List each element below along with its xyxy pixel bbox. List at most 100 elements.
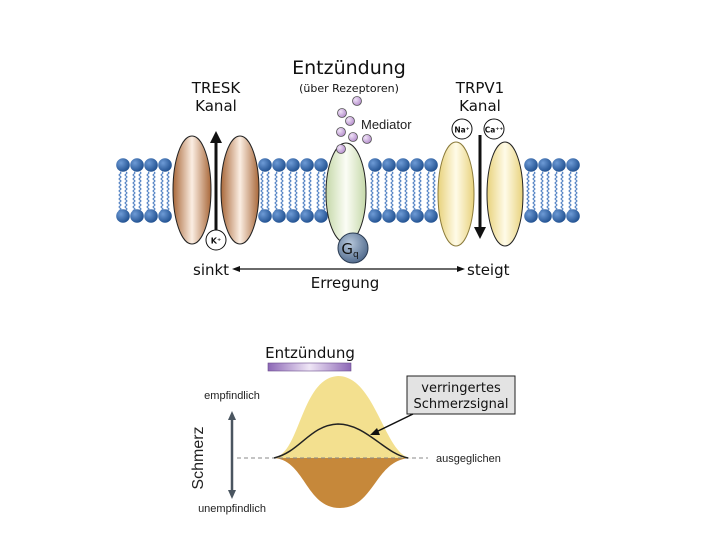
lipid-head [116, 209, 130, 223]
lipid-tail [554, 171, 558, 193]
lipid-tail [376, 191, 380, 213]
excitation-decreases-label: sinkt [193, 261, 229, 279]
callout-pointer [375, 413, 414, 433]
lipid-tail [526, 191, 530, 213]
lipid-head [552, 209, 566, 223]
lipid-tail [266, 191, 270, 213]
lipid-tail [160, 171, 164, 193]
lipid-head [286, 158, 300, 172]
tresk-label-line1: TRESK [191, 79, 242, 97]
lipid-head [566, 209, 580, 223]
lipid-tail [280, 191, 284, 213]
lipid-tail [266, 171, 270, 193]
potassium-ion [205, 229, 227, 251]
lipid-head [552, 158, 566, 172]
lipid-head [300, 209, 314, 223]
lipid-tail [526, 171, 530, 193]
lipid-head [158, 209, 172, 223]
lipid-tail [280, 171, 284, 193]
lipid-tail [302, 191, 306, 213]
lipid-tail [412, 171, 416, 193]
lipid-tail [412, 191, 416, 213]
lipid-tail [426, 191, 430, 213]
lipid-tail [124, 171, 128, 193]
lipid-tail [426, 171, 430, 193]
trpv1-label-line2: Kanal [459, 97, 501, 115]
lipid-head [130, 158, 144, 172]
lipid-tail [384, 171, 388, 193]
receptor: Gq [325, 142, 369, 264]
lipid-head [538, 209, 552, 223]
lipid-tail [390, 171, 394, 193]
tresk-label-line2: Kanal [195, 97, 237, 115]
lipid-tail [132, 191, 136, 213]
excitation-label: Erregung [311, 274, 380, 292]
lipid-tail [322, 191, 326, 213]
lipid-tail [294, 191, 298, 213]
lipid-tail [166, 191, 170, 213]
potassium-ion-label: K⁺ [211, 237, 221, 246]
lipid-tail [294, 171, 298, 193]
pain-axis-title: Schmerz [190, 426, 207, 489]
tresk-channel: K⁺ [172, 131, 260, 251]
inflammation-duration-bar [267, 362, 352, 372]
lipid-head [272, 158, 286, 172]
lipid-tail [398, 191, 402, 213]
reduced-pain-curve [273, 423, 409, 459]
lipid-tail [288, 191, 292, 213]
lipid-tail [560, 171, 564, 193]
gq-protein [337, 232, 369, 264]
lipid-head [144, 158, 158, 172]
sodium-ion-label: Na⁺ [454, 126, 469, 135]
calcium-ion [483, 118, 505, 140]
lipid-tail [124, 191, 128, 213]
inflammation-subtitle: (über Rezeptoren) [299, 82, 399, 95]
sodium-ion [451, 118, 473, 140]
membrane-segment [116, 158, 172, 223]
lipid-tail [574, 171, 578, 193]
lipid-tail [540, 191, 544, 213]
lipid-tail [260, 171, 264, 193]
lipid-tail [432, 191, 436, 213]
lipid-tail [166, 171, 170, 193]
lipid-head [314, 209, 328, 223]
lipid-tail [554, 191, 558, 213]
lipid-tail [376, 171, 380, 193]
lipid-tail [308, 171, 312, 193]
sensitive-label: empfindlich [204, 390, 260, 402]
lipid-head [538, 158, 552, 172]
lipid-tail [308, 191, 312, 213]
lipid-tail [146, 171, 150, 193]
lipid-tail [152, 171, 156, 193]
membrane-segment [524, 158, 580, 223]
insensitive-label: unempfindlich [198, 503, 266, 515]
lipid-tail [568, 171, 572, 193]
lipid-tail [398, 171, 402, 193]
lipid-tail [118, 191, 122, 213]
lipid-head [258, 158, 272, 172]
lipid-tail [322, 171, 326, 193]
lipid-tail [274, 191, 278, 213]
excitation-scale: sinkt steigt Erregung [193, 261, 510, 292]
membrane-segment [368, 158, 438, 223]
lipid-tail [418, 171, 422, 193]
lipid-head [158, 158, 172, 172]
lipid-tail [138, 171, 142, 193]
lipid-tail [404, 191, 408, 213]
lipid-tail [574, 191, 578, 213]
trpv1-channel: Na⁺ Ca⁺⁺ [437, 118, 524, 247]
lipid-tail [546, 191, 550, 213]
lipid-tail [288, 171, 292, 193]
lipid-tail [370, 171, 374, 193]
inflammation-title: Entzündung [292, 57, 406, 79]
membrane-segment [258, 158, 328, 223]
lipid-head [524, 158, 538, 172]
lipid-head [368, 209, 382, 223]
lipid-tail [432, 171, 436, 193]
lipid-tail [568, 191, 572, 213]
lipid-tail [274, 171, 278, 193]
calcium-ion-label: Ca⁺⁺ [485, 126, 504, 135]
lipid-head [410, 158, 424, 172]
lipid-head [382, 209, 396, 223]
